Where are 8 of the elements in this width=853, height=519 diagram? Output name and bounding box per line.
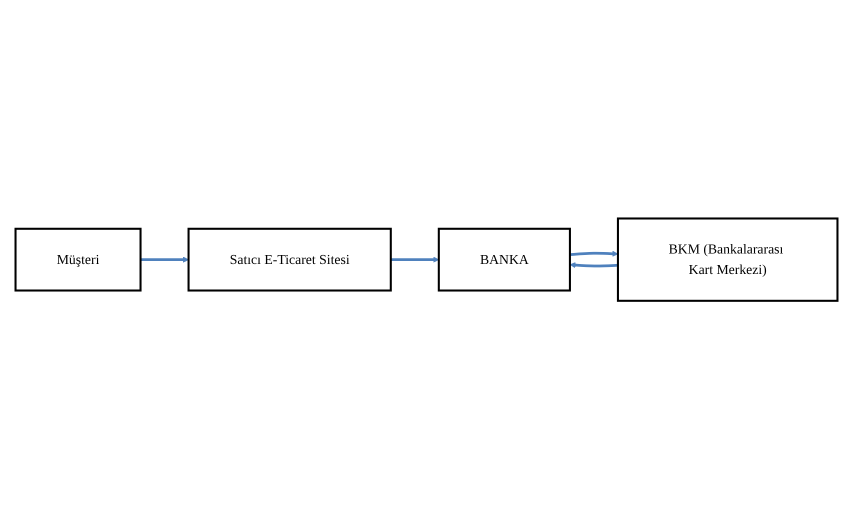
node-box: BKM (Bankalararası Kart Merkezi) — [616, 217, 838, 302]
arrow — [570, 250, 618, 257]
arrow — [140, 256, 189, 262]
arrow — [570, 262, 618, 268]
node-box: Satıcı E-Ticaret Sitesi — [188, 228, 392, 292]
node-box: BANKA — [438, 228, 571, 292]
node-box: Müşteri — [14, 228, 142, 292]
arrow — [390, 256, 440, 262]
